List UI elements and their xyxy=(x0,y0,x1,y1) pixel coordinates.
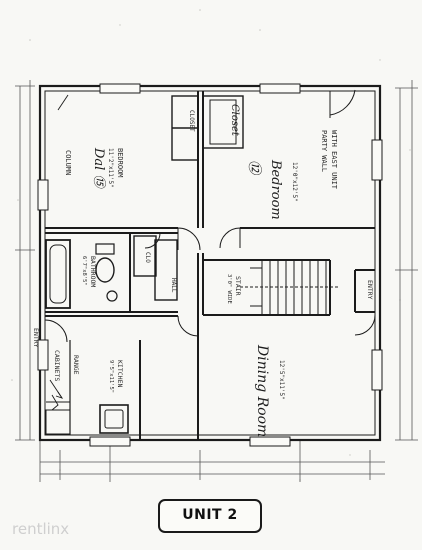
bedroom-a-handwritten: Dal ⑮ xyxy=(91,147,106,189)
living-room-name: Dining Room xyxy=(254,344,270,437)
entry-right-label: ENTRY xyxy=(366,280,374,300)
closet-c-label: CLO xyxy=(144,252,151,263)
kitchen-name: KITCHEN xyxy=(116,360,124,387)
paper-speckle xyxy=(11,9,411,481)
unit-label: UNIT 2 xyxy=(182,507,238,523)
bedroom-a-dims: 11'2"x11'5" xyxy=(107,148,114,188)
dimension-lines xyxy=(15,80,418,482)
stair-dims: 3'0" WIDE xyxy=(226,274,232,304)
kitchen-counter xyxy=(45,340,129,435)
bedroom-b-name: Bedroom xyxy=(268,159,283,220)
party-wall-note: PARTY WALL xyxy=(320,130,328,172)
range-note: RANGE xyxy=(72,355,80,375)
cabinets-note: CABINETS xyxy=(53,350,61,381)
bedroom-a-name: BEDROOM xyxy=(116,148,124,178)
annotation-arrows xyxy=(49,94,69,399)
exterior-walls xyxy=(38,84,382,442)
bedroom-b-number: ⑫ xyxy=(246,160,262,176)
hall-label: HALL xyxy=(170,278,177,293)
bathroom-dims: 6'7"x8'5" xyxy=(81,256,87,286)
stair-name: STAIR xyxy=(234,276,242,296)
bedroom-b-dims: 12'0"x12'5" xyxy=(291,162,298,202)
party-wall-note-2: WITH EAST UNIT xyxy=(330,130,338,190)
room-labels: COLUMN BEDROOM 11'2"x11'5" Dal ⑮ CLOSET … xyxy=(32,104,374,437)
window-marks xyxy=(37,83,383,447)
living-room-dims: 12'5"x11'5" xyxy=(278,360,285,400)
closet-a-label: CLOSET xyxy=(188,110,195,132)
stair-treads xyxy=(240,260,340,315)
closets xyxy=(133,95,244,301)
bathroom-name: BATHROOM xyxy=(89,256,97,287)
column-note: COLUMN xyxy=(64,150,72,175)
closet-b-label: Closet xyxy=(229,104,240,137)
bathroom-fixtures xyxy=(45,239,118,309)
door-swings xyxy=(44,89,376,343)
watermark: rentlinx xyxy=(12,520,70,538)
unit-label-box: UNIT 2 xyxy=(158,499,262,533)
entry-left-label: ENTRY xyxy=(32,328,40,348)
kitchen-dims: 9'5"x11'5" xyxy=(108,360,114,393)
